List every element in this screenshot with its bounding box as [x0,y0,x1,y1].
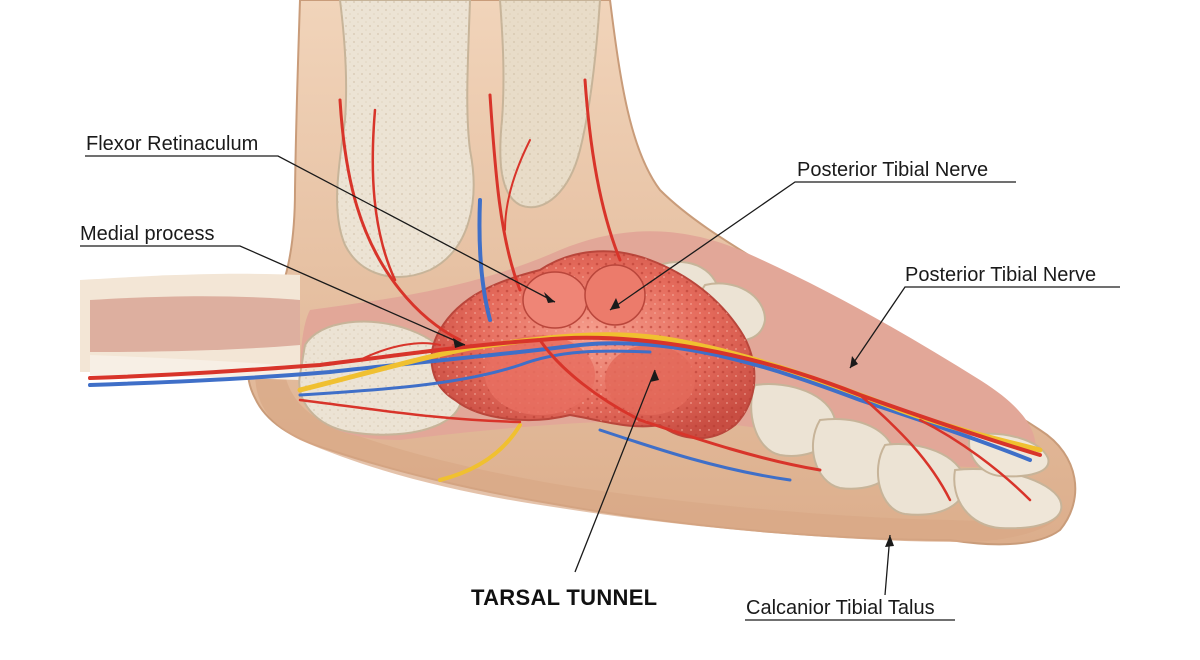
tendon-core [90,355,300,380]
leader-flexor-retinaculum [85,155,556,303]
label-medial-process: Medial process [80,223,215,245]
leader-tarsal-tunnel [574,369,656,573]
label-tarsal-tunnel: TARSAL TUNNEL [471,585,658,610]
leader-posterior-tibial-nerve-top [609,181,1016,311]
leader-posterior-tibial-nerve-right [849,286,1120,369]
leader-medial-process [80,245,466,346]
leader-arrowheads [453,292,894,547]
label-posterior-tibial-nerve-right: Posterior Tibial Nerve [905,264,1097,286]
heel-pad [255,330,1060,542]
label-flexor-retinaculum: Flexor Retinaculum [86,133,259,155]
muscle-band [90,296,300,352]
label-posterior-tibial-nerve-top: Posterior Tibial Nerve [797,159,989,181]
vessels [88,78,1043,502]
label-calcanior-tibial-talus: Calcanior Tibial Talus [746,597,935,619]
